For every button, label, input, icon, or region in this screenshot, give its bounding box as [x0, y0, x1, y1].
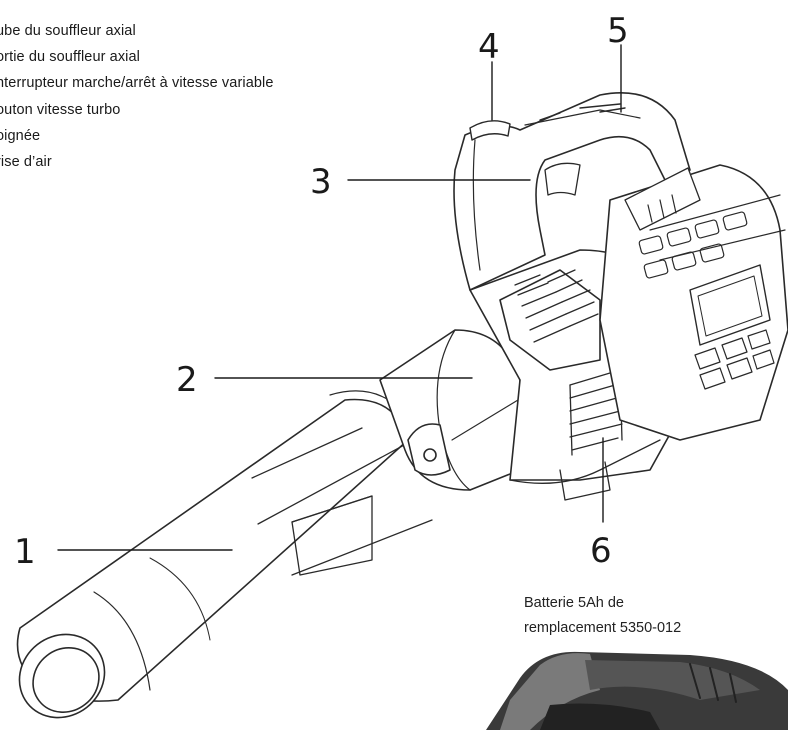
legend-item-handle: oignée [0, 127, 41, 144]
blower-handle [453, 92, 701, 291]
legend-item-air-intake: rise d’air [0, 154, 52, 171]
battery-note: Batterie 5Ah de remplacement 5350-012 [524, 591, 681, 641]
battery-image [486, 651, 788, 730]
callout-numbers: 1 2 3 4 5 6 [14, 11, 629, 572]
legend-item-turbo-button: outon vitesse turbo [0, 101, 121, 118]
callout-2: 2 [176, 360, 198, 400]
callout-5: 5 [607, 11, 629, 51]
callout-1: 1 [14, 532, 36, 572]
blower-tube [16, 390, 433, 719]
callout-6: 6 [590, 531, 612, 571]
blower-body [469, 164, 788, 501]
blower-outlet [379, 329, 521, 491]
parts-legend: ube du souffleur axial ortie du souffleu… [0, 18, 274, 175]
battery-note-line-2: remplacement 5350-012 [524, 620, 682, 636]
callout-lines [57, 44, 622, 551]
battery-note-line-1: Batterie 5Ah de [524, 595, 624, 611]
legend-item-tube: ube du souffleur axial [0, 23, 136, 39]
legend-item-switch: nterrupteur marche/arrêt à vitesse varia… [0, 75, 274, 92]
legend-item-outlet: ortie du souffleur axial [0, 49, 140, 66]
callout-4: 4 [478, 27, 500, 67]
callout-3: 3 [310, 162, 332, 202]
